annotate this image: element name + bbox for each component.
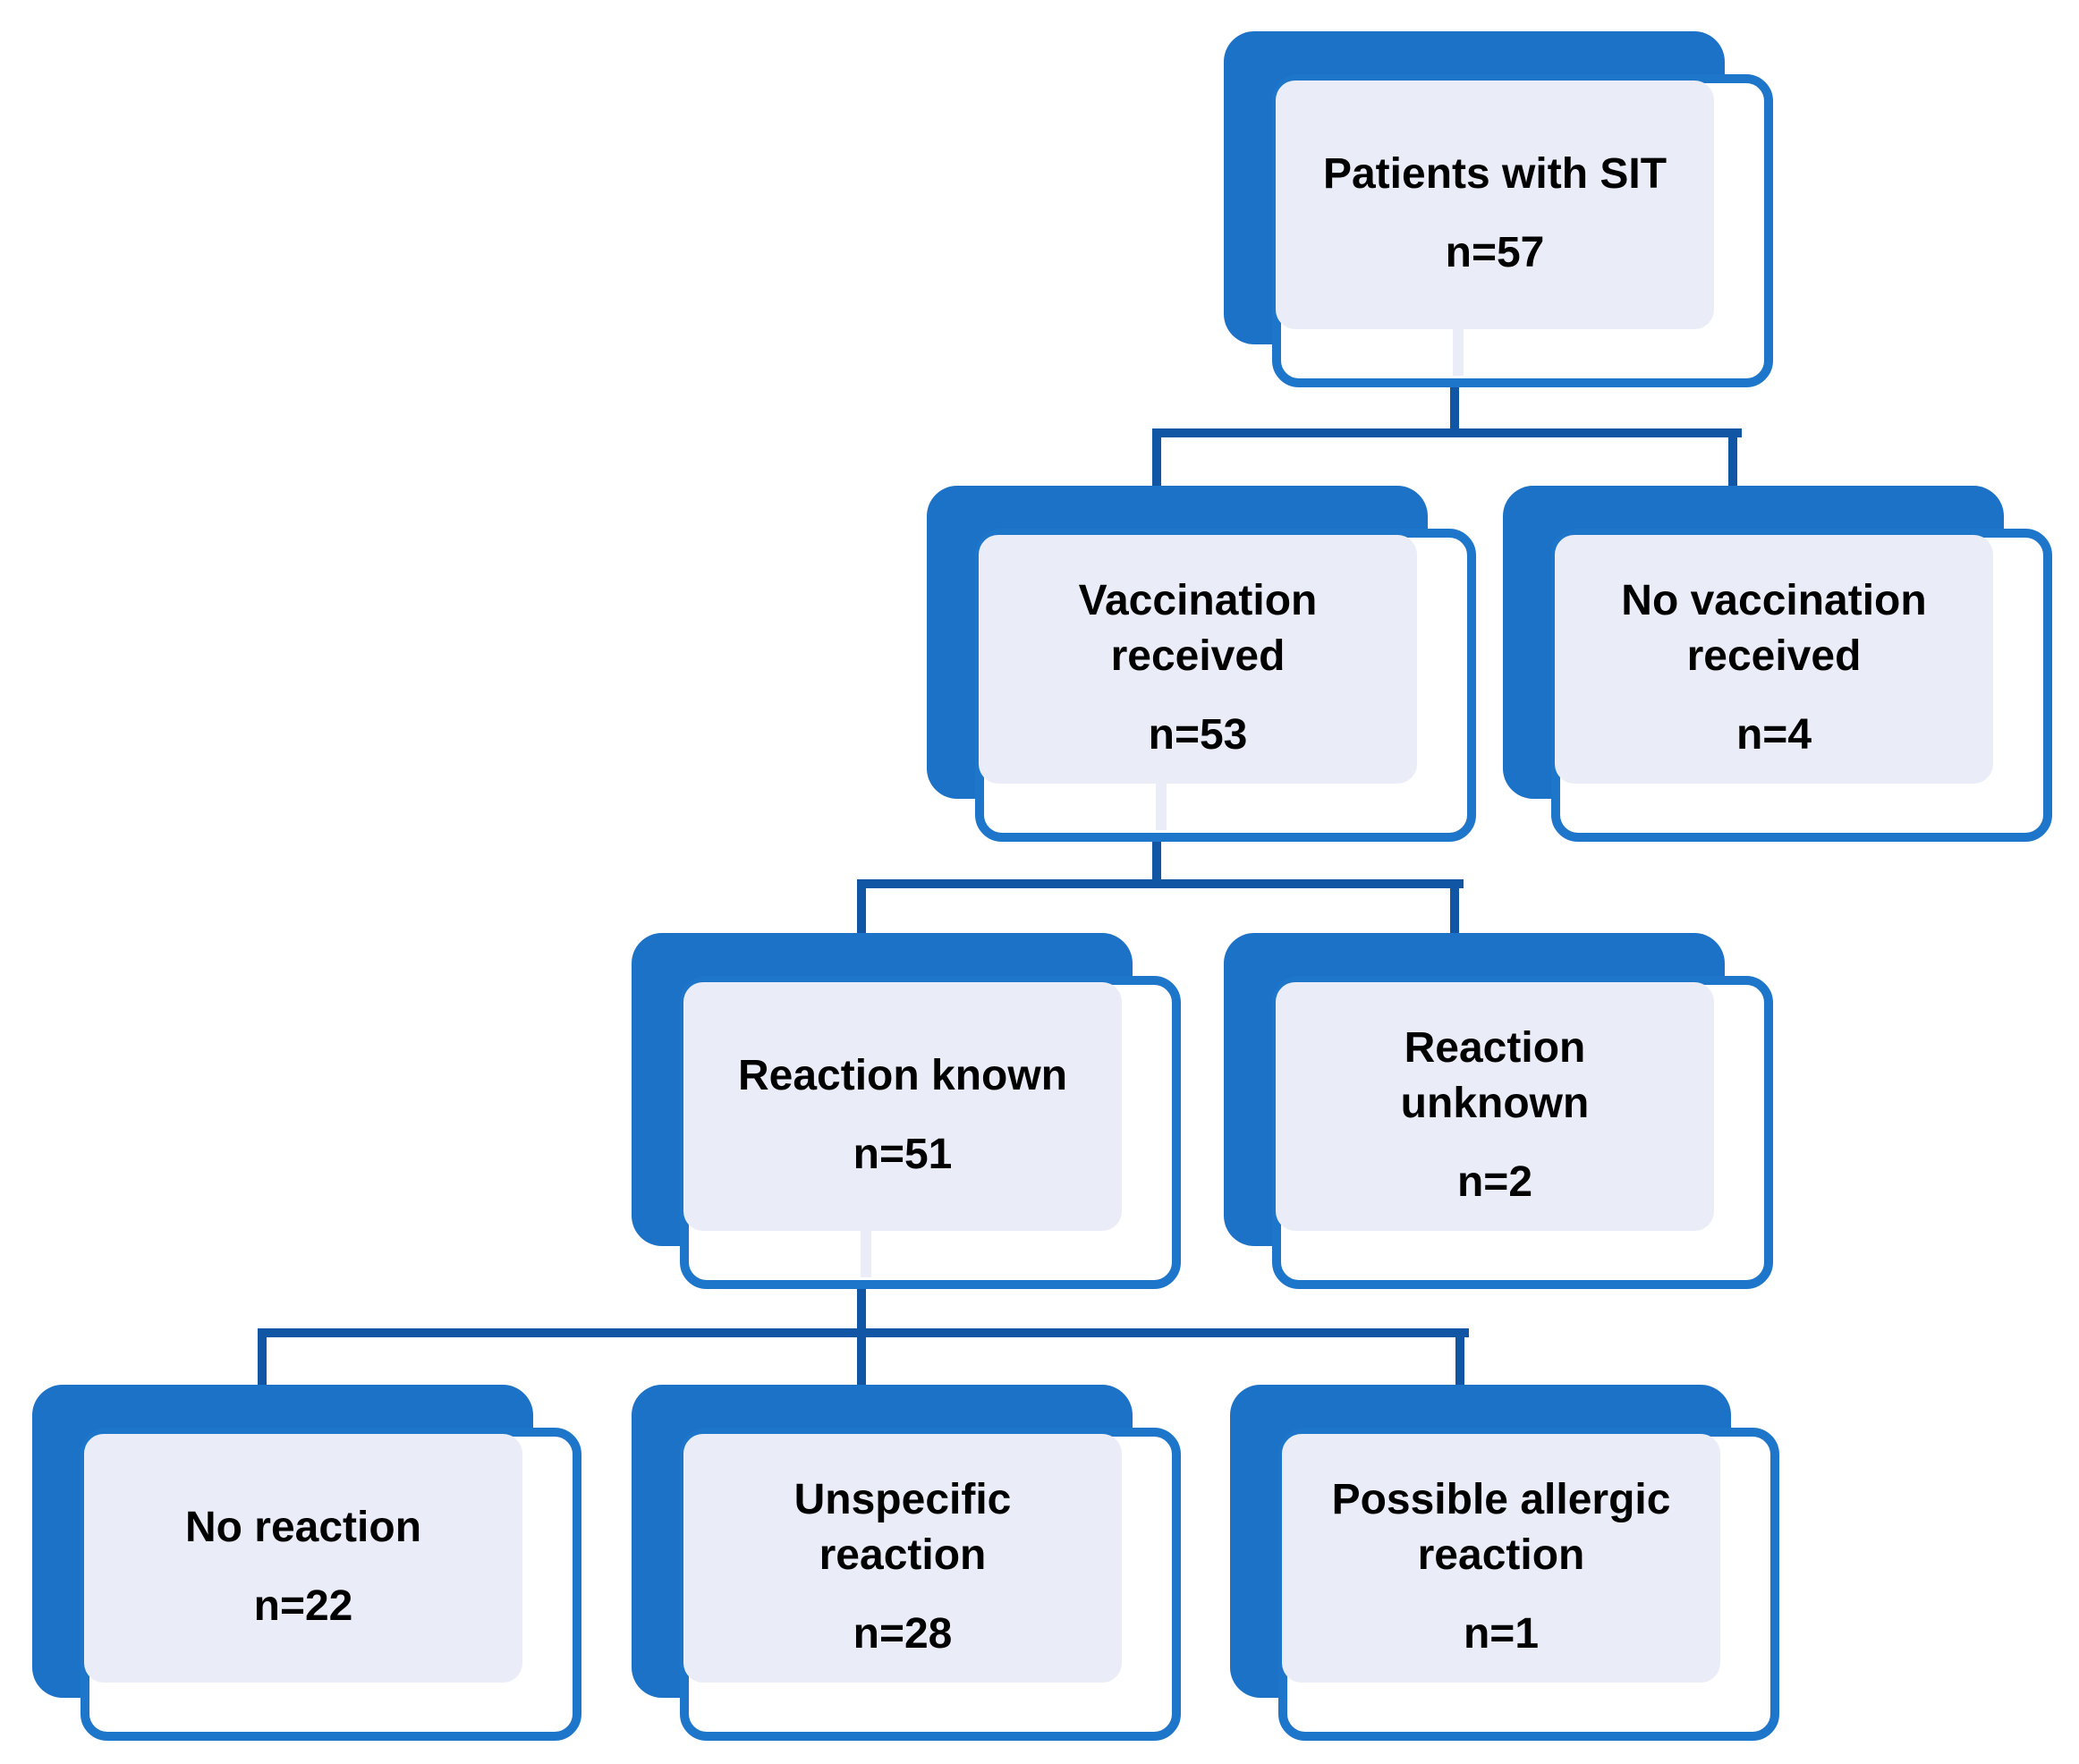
node-label: No vaccination received [1621,577,1927,680]
connector-segment [1450,879,1459,956]
connector-segment [258,1328,267,1400]
connector-segment [857,1282,866,1398]
node-label: Reaction known [737,1052,1068,1099]
card-panel: Patients with SIT n=57 [1276,81,1714,329]
node-label: Possible allergic reaction [1331,1476,1671,1579]
connector-segment [857,879,1464,888]
connector-segment [258,1328,1469,1337]
card-panel: Reaction unknown n=2 [1276,982,1714,1231]
connector-stub [1453,327,1464,376]
flow-node-unspecific-reaction: Unspecific reaction n=28 [632,1385,1181,1741]
card-panel: Reaction known n=51 [683,982,1122,1231]
flow-node-reaction-unknown: Reaction unknown n=2 [1224,933,1773,1289]
flow-node-no-vaccination-received: No vaccination received n=4 [1503,486,2052,842]
node-label: Reaction unknown [1400,1024,1590,1127]
flow-node-vaccination-received: Vaccination received n=53 [927,486,1476,842]
node-count: n=53 [1148,711,1248,759]
node-count: n=28 [853,1610,953,1658]
connector-stub [861,1229,871,1277]
connector-segment [1728,428,1737,505]
node-count: n=2 [1456,1158,1533,1206]
flow-node-no-reaction: No reaction n=22 [32,1385,581,1741]
card-panel: No vaccination received n=4 [1555,535,1993,784]
card-panel: Unspecific reaction n=28 [683,1434,1122,1683]
connector-segment [857,879,866,956]
connector-segment [1152,428,1742,437]
node-label: Vaccination received [1078,577,1318,680]
node-count: n=51 [853,1131,953,1178]
connector-segment [1152,835,1161,888]
connector-segment [1455,1328,1464,1400]
card-panel: Possible allergic reaction n=1 [1282,1434,1720,1683]
flow-node-patients-sit: Patients with SIT n=57 [1224,31,1773,387]
connector-segment [1450,378,1459,437]
node-count: n=22 [253,1582,353,1630]
node-count: n=4 [1735,711,1812,759]
node-count: n=1 [1463,1610,1540,1658]
node-label: Patients with SIT [1322,150,1667,198]
card-panel: No reaction n=22 [84,1434,522,1683]
connector-stub [1156,782,1167,830]
connector-segment [1152,428,1161,505]
node-label: No reaction [184,1504,422,1551]
flow-node-possible-allergic-reaction: Possible allergic reaction n=1 [1230,1385,1779,1741]
node-label: Unspecific reaction [793,1476,1012,1579]
flow-node-reaction-known: Reaction known n=51 [632,933,1181,1289]
node-count: n=57 [1445,229,1545,276]
card-panel: Vaccination received n=53 [979,535,1417,784]
